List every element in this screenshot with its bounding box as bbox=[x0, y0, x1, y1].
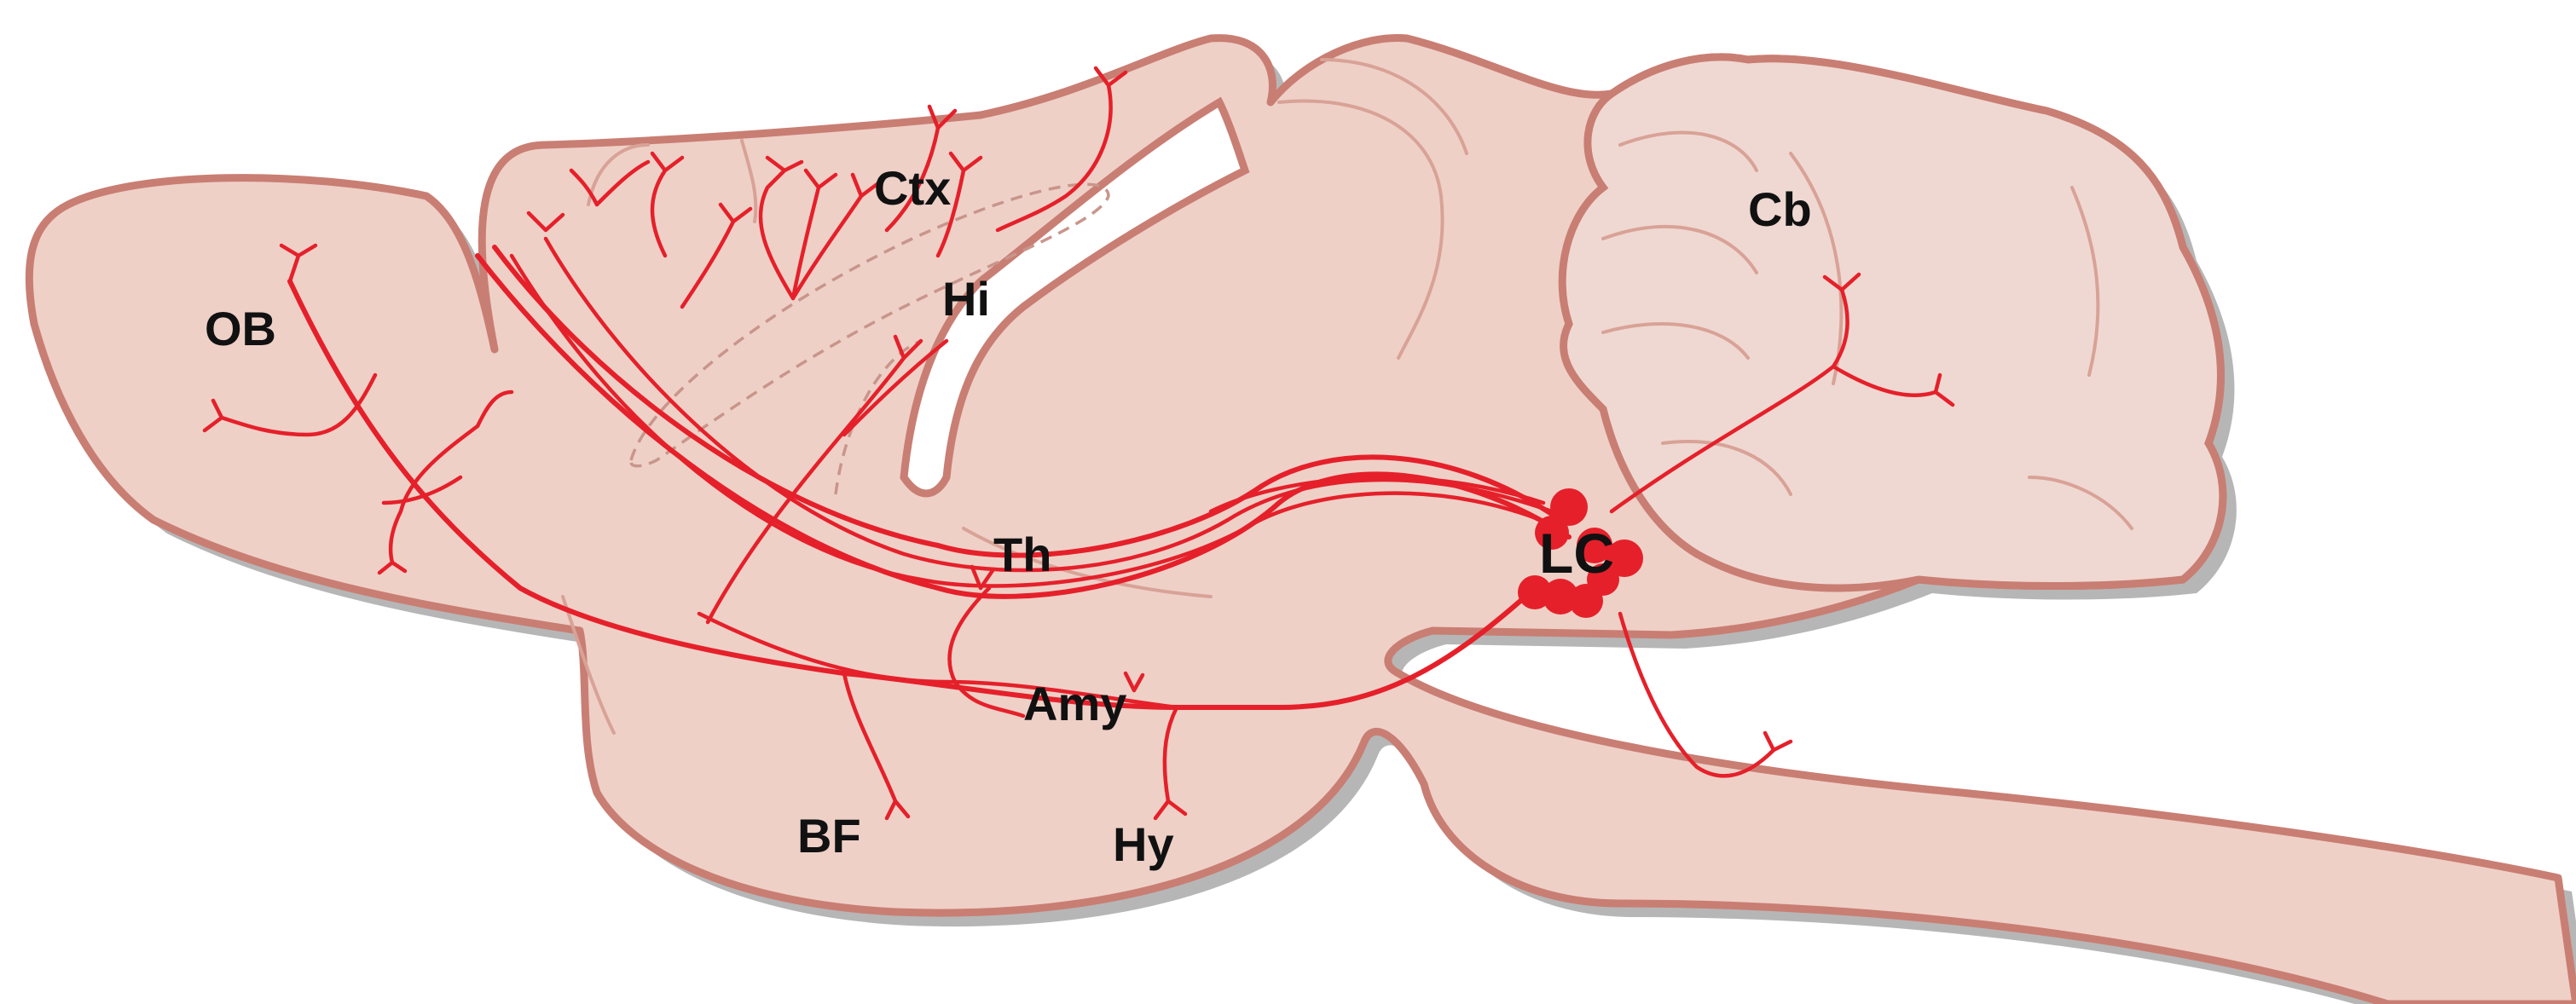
label-th: Th bbox=[993, 528, 1051, 581]
brain-folds bbox=[561, 58, 2133, 735]
noradrenergic-projections bbox=[202, 66, 1955, 821]
label-cb: Cb bbox=[1748, 182, 1812, 236]
cerebellum bbox=[1558, 53, 2227, 592]
label-amy: Amy bbox=[1023, 677, 1126, 730]
ventricle-gap bbox=[900, 96, 1250, 498]
hippocampus-outline bbox=[629, 182, 1110, 495]
lc-cell-cluster bbox=[1518, 488, 1643, 618]
label-ctx: Ctx bbox=[874, 161, 951, 215]
label-ob: OB bbox=[205, 302, 276, 355]
label-hy: Hy bbox=[1113, 817, 1174, 871]
label-lc: LC bbox=[1539, 522, 1614, 585]
label-hi: Hi bbox=[942, 272, 990, 326]
label-bf: BF bbox=[797, 809, 861, 863]
